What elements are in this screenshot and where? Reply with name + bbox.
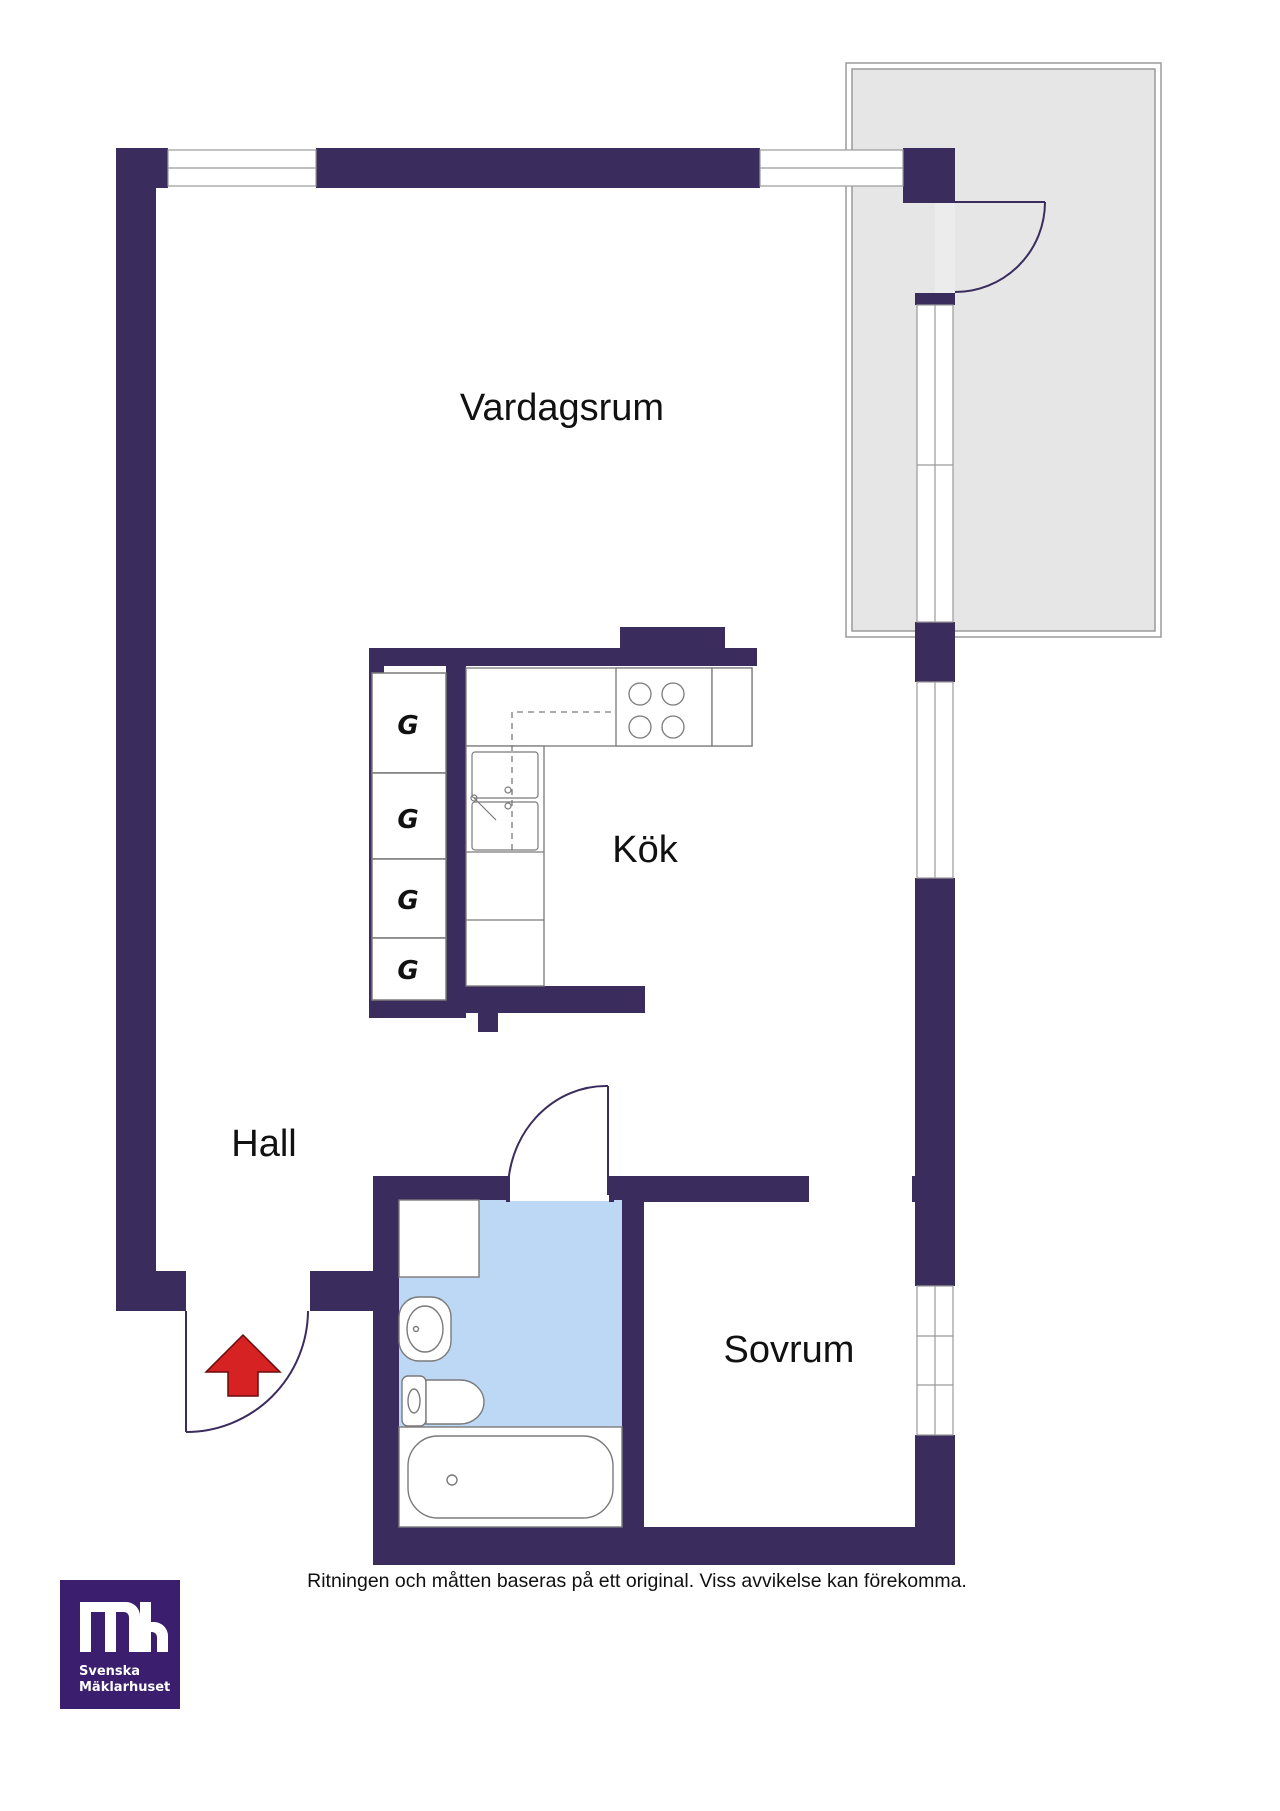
logo-mark-icon (80, 1602, 168, 1652)
balcony-door (954, 201, 1046, 293)
disclaimer-text: Ritningen och måtten baseras på ett orig… (307, 1570, 967, 1592)
washbasin-icon (398, 1296, 452, 1362)
toilet-icon (401, 1375, 485, 1427)
entrance-door (185, 1310, 309, 1433)
entrance-arrow-icon (204, 1333, 282, 1397)
logo: Svenska Mäklarhuset (60, 1580, 180, 1709)
windows (167, 149, 954, 1436)
wardrobe-label: G (397, 711, 418, 741)
bathroom-walls (373, 1176, 920, 1527)
room-label-vardagsrum: Vardagsrum (460, 387, 664, 429)
bathroom-door (506, 1084, 614, 1202)
wardrobe-label: G (397, 805, 418, 835)
wardrobe-label: G (397, 956, 418, 986)
room-label-sovrum: Sovrum (724, 1329, 855, 1371)
bathtub-icon (407, 1435, 614, 1519)
balcony-door-threshold (935, 202, 955, 294)
exterior-walls (116, 148, 955, 1565)
stove-icon (628, 682, 685, 739)
wardrobes (371, 672, 447, 1001)
kitchen-counter (465, 667, 753, 987)
logo-text-line1: Svenska (79, 1664, 140, 1679)
room-label-kok: Kök (612, 829, 678, 871)
balcony (845, 62, 1162, 638)
wardrobe-label: G (397, 886, 418, 916)
room-label-hall: Hall (231, 1123, 296, 1165)
sink-icon (470, 751, 539, 851)
logo-text-line2: Mäklarhuset (79, 1680, 170, 1695)
